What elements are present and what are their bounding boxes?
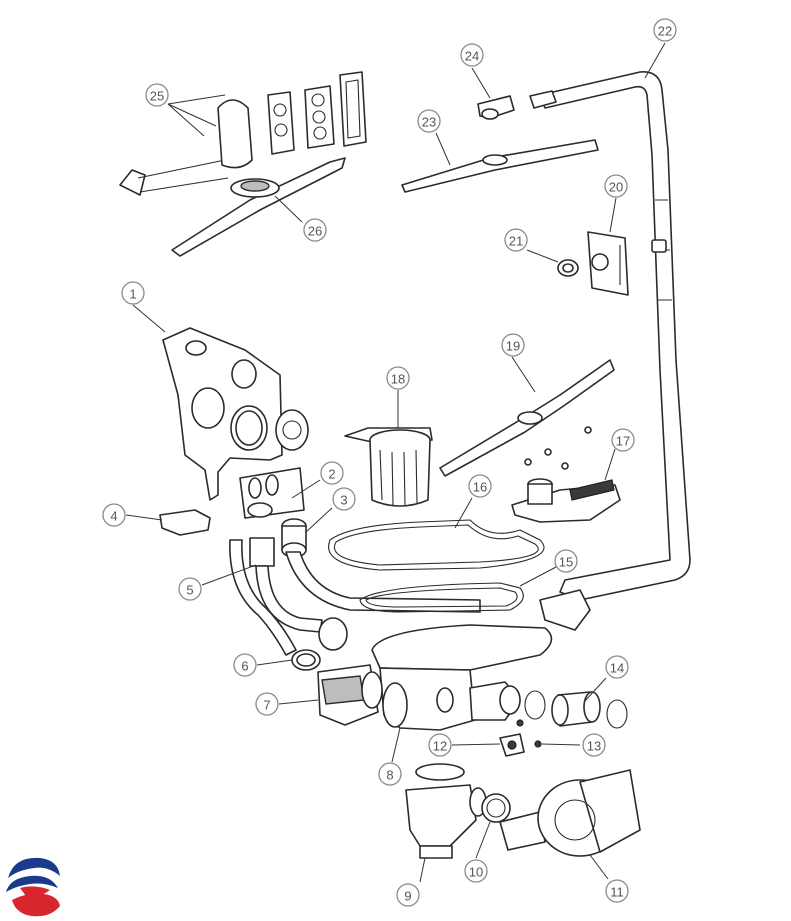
callout-label: 25 [150, 89, 164, 104]
part-filter [344, 427, 433, 507]
callout-label: 1 [129, 287, 136, 302]
part-hoses [229, 537, 481, 656]
part-spray-arm-manifold [119, 71, 367, 196]
part-sump-housing [371, 624, 553, 731]
callout-6[interactable]: 6 [233, 653, 257, 677]
callout-label: 14 [610, 661, 624, 676]
callout-label: 17 [616, 434, 630, 449]
callout-label: 20 [609, 180, 623, 195]
callout-1[interactable]: 1 [121, 281, 145, 305]
callout-3[interactable]: 3 [332, 487, 356, 511]
part-top-spray-nozzle [477, 95, 515, 120]
callout-label: 5 [186, 583, 193, 598]
part-lower-spray-arm [171, 157, 346, 257]
callout-17[interactable]: 17 [611, 428, 635, 452]
callout-label: 9 [404, 889, 411, 904]
callout-label: 10 [469, 865, 483, 880]
callout-label: 22 [658, 24, 672, 39]
callout-21[interactable]: 21 [504, 228, 528, 252]
part-connector [524, 690, 628, 729]
callout-label: 18 [391, 372, 405, 387]
part-cap [481, 793, 511, 823]
part-clamp-ring [291, 649, 321, 671]
part-upper-spray-arm [401, 139, 599, 193]
callout-label: 3 [340, 493, 347, 508]
part-sensor [499, 719, 542, 757]
callout-5[interactable]: 5 [178, 577, 202, 601]
part-fan-base [511, 426, 621, 523]
callout-2[interactable]: 2 [320, 461, 344, 485]
callout-label: 6 [241, 659, 248, 674]
callout-label: 4 [110, 509, 117, 524]
callout-label: 23 [422, 115, 436, 130]
part-sump-gasket [359, 582, 524, 613]
callout-label: 13 [587, 739, 601, 754]
callout-25[interactable]: 25 [145, 83, 169, 107]
part-supply-tube [529, 71, 691, 631]
callout-label: 19 [506, 339, 520, 354]
callout-label: 11 [610, 885, 624, 900]
part-heater-housing [405, 763, 487, 859]
callout-14[interactable]: 14 [605, 655, 629, 679]
part-tube-bracket [587, 231, 629, 296]
part-gasket [328, 519, 545, 571]
callout-label: 12 [433, 739, 447, 754]
callout-4[interactable]: 4 [102, 503, 126, 527]
callout-label: 26 [308, 224, 322, 239]
callout-23[interactable]: 23 [417, 109, 441, 133]
callout-16[interactable]: 16 [468, 474, 492, 498]
part-circulation-pump [499, 769, 641, 857]
callout-24[interactable]: 24 [460, 43, 484, 67]
part-sump-cover-plate [162, 327, 309, 519]
part-middle-spray-arm [439, 359, 615, 477]
part-grommet [557, 259, 579, 277]
callout-18[interactable]: 18 [386, 366, 410, 390]
callout-11[interactable]: 11 [605, 879, 629, 903]
callout-22[interactable]: 22 [653, 18, 677, 42]
brand-swirl-logo-icon [6, 857, 62, 917]
leader-lines [125, 42, 666, 883]
part-clip [159, 509, 211, 536]
callout-20[interactable]: 20 [604, 174, 628, 198]
part-drain-pump [317, 664, 383, 726]
callout-8[interactable]: 8 [378, 762, 402, 786]
callout-label: 16 [473, 480, 487, 495]
callout-9[interactable]: 9 [396, 883, 420, 907]
callout-10[interactable]: 10 [464, 859, 488, 883]
callout-26[interactable]: 26 [303, 218, 327, 242]
callout-7[interactable]: 7 [255, 692, 279, 716]
callout-19[interactable]: 19 [501, 333, 525, 357]
callout-label: 7 [263, 698, 270, 713]
callout-label: 21 [509, 234, 523, 249]
callout-12[interactable]: 12 [428, 733, 452, 757]
callout-label: 24 [465, 49, 479, 64]
callout-13[interactable]: 13 [582, 733, 606, 757]
callout-label: 8 [386, 768, 393, 783]
callout-label: 15 [559, 555, 573, 570]
callout-15[interactable]: 15 [554, 549, 578, 573]
callout-label: 2 [328, 467, 335, 482]
